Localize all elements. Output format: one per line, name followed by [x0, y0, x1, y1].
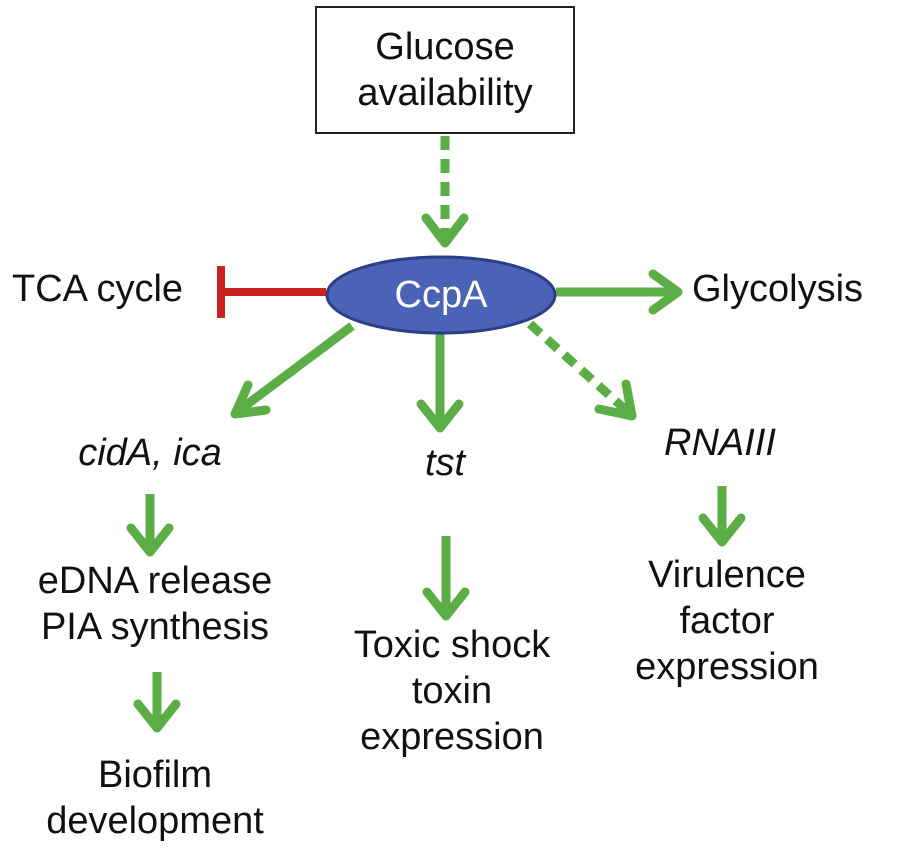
toxic-shock-label: Toxic shock toxin expression [322, 622, 582, 760]
edge-ccpa-to-tst [416, 334, 464, 433]
ccpa-node-shape [325, 255, 557, 335]
edge-edna-to-biofilm [133, 672, 181, 733]
edna-line1: eDNA release [37, 560, 273, 602]
edge-cida-ica-to-edna [126, 494, 174, 557]
edge-rnaiii-to-virulence [698, 486, 746, 547]
biofilm-line2: development [46, 800, 264, 842]
virulence-label: Virulence factor expression [612, 552, 842, 690]
cida-ica-label: cidA, ica [78, 432, 222, 474]
edge-ccpa-to-rnaiii [526, 320, 637, 421]
biofilm-label: Biofilm development [10, 752, 300, 844]
rnaiii-label: RNAIII [664, 422, 776, 464]
glucose-label-line1: Glucose [375, 26, 515, 68]
virulence-line2: factor [679, 600, 775, 642]
edna-pia-label: eDNA release PIA synthesis [10, 558, 300, 650]
toxic-line1: Toxic shock [353, 624, 551, 666]
toxic-line2: toxin [411, 670, 493, 712]
virulence-line1: Virulence [648, 554, 806, 596]
edge-ccpa-to-glycolysis [556, 269, 683, 315]
toxic-line3: expression [360, 716, 544, 758]
glycolysis-label: Glycolysis [692, 268, 864, 310]
edge-tst-to-toxic-shock [422, 536, 470, 621]
edge-ccpa-to-cida-ica [230, 322, 355, 419]
ccpa-node: CcpA [326, 256, 556, 334]
ccpa-label: CcpA [394, 273, 488, 316]
glucose-label-line2: availability [357, 72, 533, 114]
biofilm-line1: Biofilm [97, 754, 213, 796]
tca-cycle-label: TCA cycle [12, 268, 184, 310]
tst-label: tst [424, 442, 466, 484]
virulence-line3: expression [635, 646, 819, 688]
edge-glucose-to-ccpa [421, 136, 469, 248]
edna-line2: PIA synthesis [40, 606, 270, 648]
glucose-availability-box: Glucose availability [315, 6, 575, 134]
edge-ccpa-inhibits-tca [217, 266, 326, 318]
